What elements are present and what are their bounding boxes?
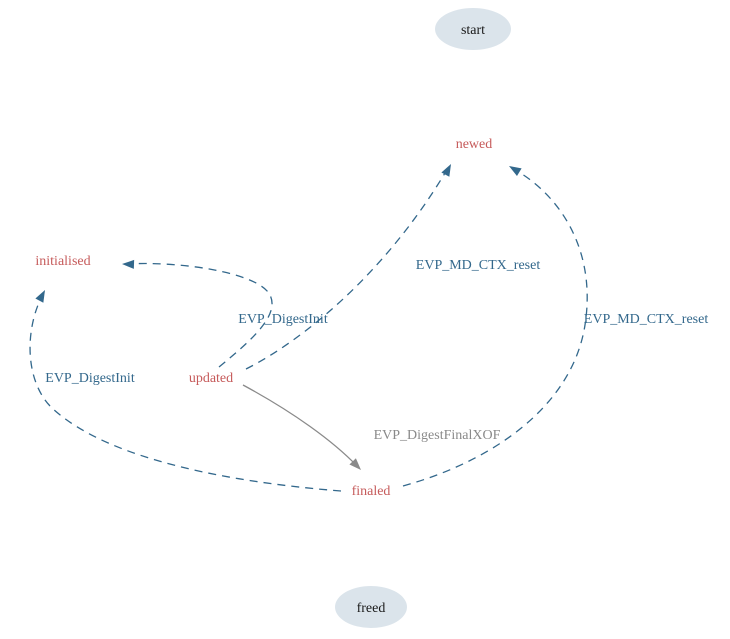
node-label-updated: updated [189,371,233,386]
edge-labels: EVP_MD_CTX_reset EVP_MD_CTX_reset EVP_Di… [45,258,708,443]
arrowhead-icon [509,166,522,177]
node-label-newed: newed [456,137,493,152]
arrowhead-icon [122,259,135,269]
node-freed: freed [335,586,407,628]
node-label-freed: freed [357,601,386,616]
edge-label-finaled-to-newed: EVP_MD_CTX_reset [584,312,709,327]
freed-ellipse [335,586,407,628]
node-start: start [435,8,511,50]
edge-finaled-to-newed [402,167,588,487]
state-nodes: newed initialised updated finaled [35,137,492,499]
edge-updated-to-finaled [242,384,358,467]
edge-updated-to-newed [245,167,449,370]
node-label-initialised: initialised [35,254,90,269]
edges [29,164,588,492]
edge-label-updated-to-initialised: EVP_DigestInit [238,312,328,327]
arrowhead-icon [349,458,361,470]
node-label-finaled: finaled [352,484,391,499]
node-label-start: start [461,23,485,38]
edge-label-updated-to-finaled: EVP_DigestFinalXOF [374,428,501,443]
edge-label-updated-to-newed: EVP_MD_CTX_reset [416,258,541,273]
arrowhead-icon [35,290,45,303]
edge-label-finaled-to-initialised: EVP_DigestInit [45,371,135,386]
start-ellipse [435,8,511,50]
arrowhead-icon [441,164,451,177]
